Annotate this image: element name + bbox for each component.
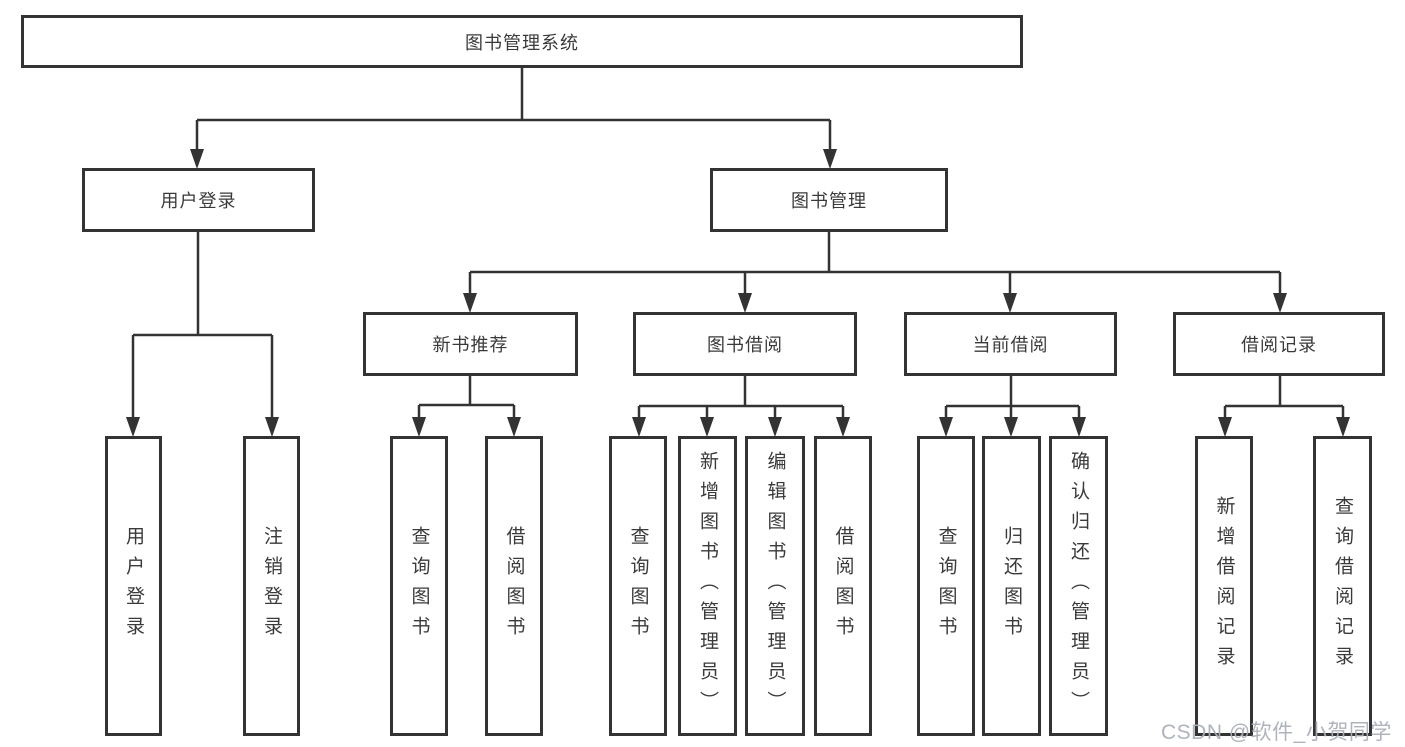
node-label: 新书推荐	[432, 335, 509, 355]
leaf-label: 编辑图书（管理员）	[764, 451, 786, 721]
leaf-search-books-current: 查询图书	[917, 436, 975, 736]
leaf-return-books: 归还图书	[982, 436, 1041, 736]
node-label: 图书管理系统	[465, 32, 579, 53]
leaf-label: 查询图书	[408, 526, 430, 646]
leaf-label: 注销登录	[261, 526, 282, 646]
leaf-label: 查询图书	[627, 526, 649, 646]
leaf-borrow-books-recommend: 借阅图书	[485, 436, 543, 736]
leaf-label: 归还图书	[1001, 526, 1022, 646]
leaf-label: 查询图书	[935, 526, 957, 646]
leaf-search-books-recommend: 查询图书	[390, 436, 448, 736]
node-label: 当前借阅	[972, 335, 1049, 355]
node-user-login: 用户登录	[82, 168, 315, 232]
node-label: 借阅记录	[1241, 335, 1317, 355]
node-borrowing-records: 借阅记录	[1173, 312, 1385, 376]
node-library-management-system: 图书管理系统	[21, 15, 1023, 68]
leaf-label: 借阅图书	[503, 526, 525, 646]
leaf-label: 借阅图书	[832, 526, 854, 646]
leaf-confirm-return-admin: 确认归还（管理员）	[1049, 436, 1108, 736]
node-label: 图书管理	[791, 191, 867, 211]
leaf-search-books-borrow: 查询图书	[609, 436, 667, 736]
leaf-add-borrow-record: 新增借阅记录	[1195, 436, 1253, 736]
csdn-watermark: CSDN @软件_小贺同学	[1161, 721, 1392, 744]
leaf-add-books-admin: 新增图书（管理员）	[678, 436, 737, 736]
node-book-management: 图书管理	[710, 168, 948, 232]
leaf-search-borrow-record: 查询借阅记录	[1313, 436, 1372, 736]
node-label: 用户登录	[160, 191, 237, 211]
arrowhead-icons	[126, 149, 1350, 437]
leaf-label: 用户登录	[123, 526, 144, 646]
leaf-label: 新增借阅记录	[1213, 496, 1235, 676]
leaf-edit-books-admin: 编辑图书（管理员）	[745, 436, 805, 736]
leaf-borrow-books: 借阅图书	[814, 436, 872, 736]
leaf-user-login: 用户登录	[105, 436, 162, 736]
leaf-label: 新增图书（管理员）	[697, 451, 718, 721]
leaf-label: 确认归还（管理员）	[1068, 451, 1089, 721]
node-book-borrowing: 图书借阅	[633, 312, 857, 376]
leaf-logout: 注销登录	[243, 436, 300, 736]
node-new-book-recommendation: 新书推荐	[363, 312, 578, 376]
leaf-label: 查询借阅记录	[1332, 496, 1353, 676]
node-current-borrowing: 当前借阅	[904, 312, 1117, 376]
node-label: 图书借阅	[707, 335, 783, 355]
